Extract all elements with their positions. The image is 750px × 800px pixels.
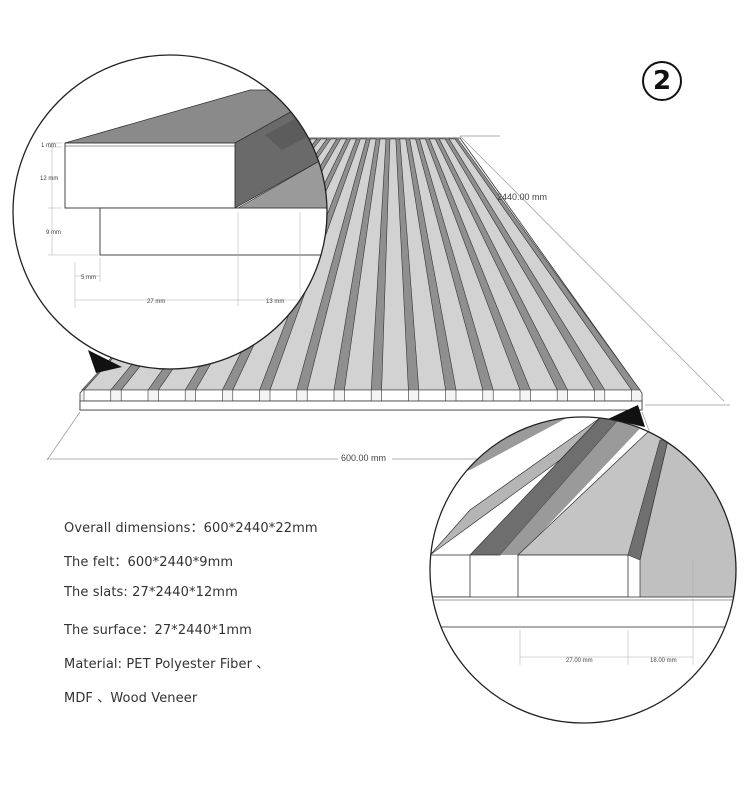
label-surface-thickness: 1 mm <box>41 143 56 149</box>
slat-front-face <box>158 389 186 402</box>
label-slat-width: 27 mm <box>147 299 165 305</box>
label-gap-width: 13 mm <box>266 299 284 305</box>
slat-front-face <box>604 389 632 402</box>
label-slat-thickness: 12 mm <box>40 176 58 182</box>
slat-front-face <box>418 389 446 402</box>
length-dimension-label: 2440.00 mm <box>497 192 547 202</box>
width-dimension-label: 600.00 mm <box>341 453 386 463</box>
width-dimension-label-bg <box>338 452 392 464</box>
slat-front-face <box>567 389 595 402</box>
step-number-badge: 2 <box>642 61 682 101</box>
label-felt-offset: 5 mm <box>81 275 96 281</box>
pointer-triangle-right <box>608 405 645 427</box>
pointer-triangle-left <box>88 350 122 373</box>
slat-front-face <box>232 389 260 402</box>
slat-front-face <box>530 389 558 402</box>
label-felt-thickness: 9 mm <box>46 230 61 236</box>
slat-front-face <box>306 389 335 402</box>
slat-front-face <box>269 389 298 402</box>
spec-slats: The slats: 27*2440*12mm <box>64 585 238 600</box>
slat-front-face <box>83 389 112 402</box>
slat-front-face <box>344 389 372 402</box>
slat-front-face <box>492 389 521 402</box>
slat-front-face <box>455 389 484 402</box>
length-dimension <box>459 135 730 406</box>
detail-magnifier-top-left: 1 mm 12 mm 9 mm 5 mm 27 mm 13 mm <box>12 54 328 370</box>
spec-overall-dimensions: Overall dimensions：600*2440*22mm <box>64 521 318 536</box>
slat-front-face <box>120 389 149 402</box>
slat-front-face <box>195 389 223 402</box>
base-front-edge <box>79 400 643 411</box>
spec-material: Material: PET Polyester Fiber 、 <box>64 657 270 672</box>
spec-felt: The felt：600*2440*9mm <box>64 555 234 570</box>
spec-surface: The surface：27*2440*1mm <box>64 623 252 638</box>
detail-magnifier-bottom-right: 27.00 mm 18.00 mm <box>429 416 737 724</box>
label-gap-width-detail: 18.00 mm <box>650 658 677 664</box>
label-slat-width-detail: 27.00 mm <box>566 658 593 664</box>
spec-material-continued: MDF 、Wood Veneer <box>64 691 198 706</box>
slat-front-face <box>381 389 409 402</box>
